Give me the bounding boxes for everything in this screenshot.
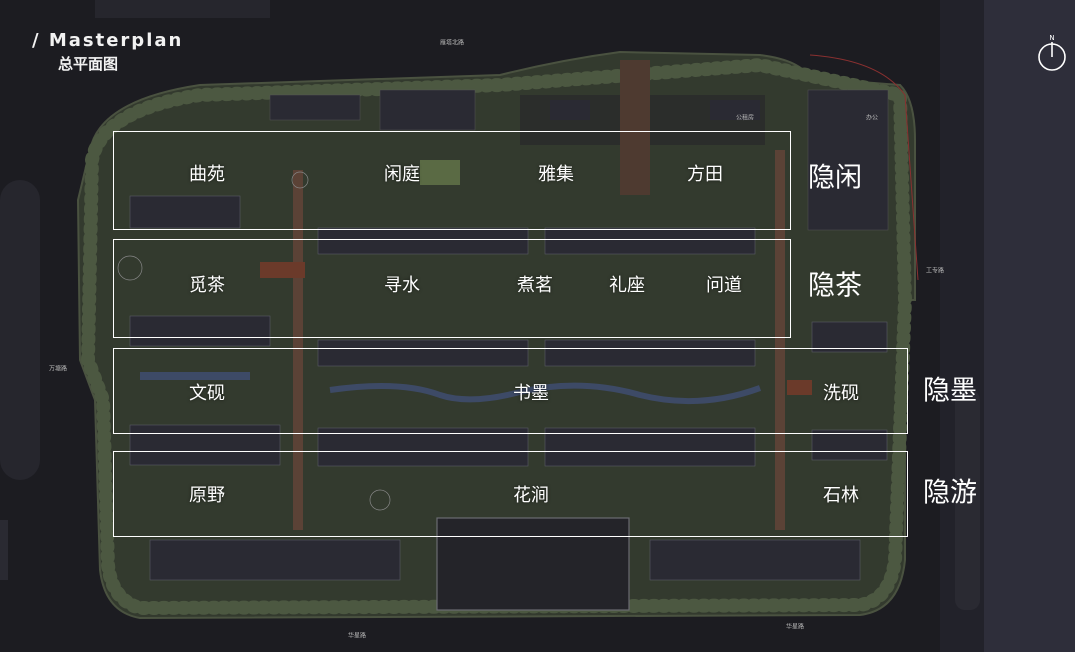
area-label: 闲庭 bbox=[384, 164, 420, 185]
zone-label: 隐茶 bbox=[808, 270, 862, 302]
building-label-office: 办公 bbox=[865, 114, 879, 122]
area-label: 礼座 bbox=[609, 275, 645, 296]
zone-box-1 bbox=[113, 131, 791, 230]
title-en: / Masterplan bbox=[32, 30, 184, 51]
zone-box-2 bbox=[113, 239, 791, 338]
area-label: 觅茶 bbox=[189, 275, 225, 296]
area-label: 雅集 bbox=[538, 164, 574, 185]
area-label: 曲苑 bbox=[189, 164, 225, 185]
road-label-top: 雁塔北路 bbox=[439, 39, 465, 47]
area-label: 花涧 bbox=[513, 485, 549, 506]
area-label: 寻水 bbox=[384, 275, 420, 296]
building-label-public: 公租房 bbox=[735, 114, 755, 122]
road-label-right: 工专路 bbox=[925, 267, 945, 275]
zone-label: 隐墨 bbox=[923, 375, 977, 407]
zone-label: 隐闲 bbox=[808, 162, 862, 194]
area-label: 方田 bbox=[687, 164, 723, 185]
road-label-left: 万塘路 bbox=[48, 365, 68, 373]
north-compass-icon: N bbox=[1038, 34, 1066, 71]
area-label: 书墨 bbox=[513, 383, 549, 404]
road-label-bottom: 华星路 bbox=[347, 632, 367, 640]
header: / Masterplan 总平面图 bbox=[32, 30, 183, 74]
sidebar-panel bbox=[984, 0, 1075, 652]
zone-box-3 bbox=[113, 348, 908, 434]
title-cn: 总平面图 bbox=[58, 55, 119, 73]
road-label-bottom-right: 华星路 bbox=[785, 623, 805, 631]
area-label: 问道 bbox=[706, 275, 742, 296]
area-label: 石林 bbox=[823, 485, 859, 506]
area-label: 原野 bbox=[189, 485, 225, 506]
zone-box-4 bbox=[113, 451, 908, 537]
area-label: 文砚 bbox=[189, 383, 225, 404]
zone-label: 隐游 bbox=[923, 477, 977, 509]
area-label: 煮茗 bbox=[517, 275, 553, 296]
compass-north-label: N bbox=[1049, 34, 1054, 42]
area-label: 洗砚 bbox=[823, 383, 859, 404]
